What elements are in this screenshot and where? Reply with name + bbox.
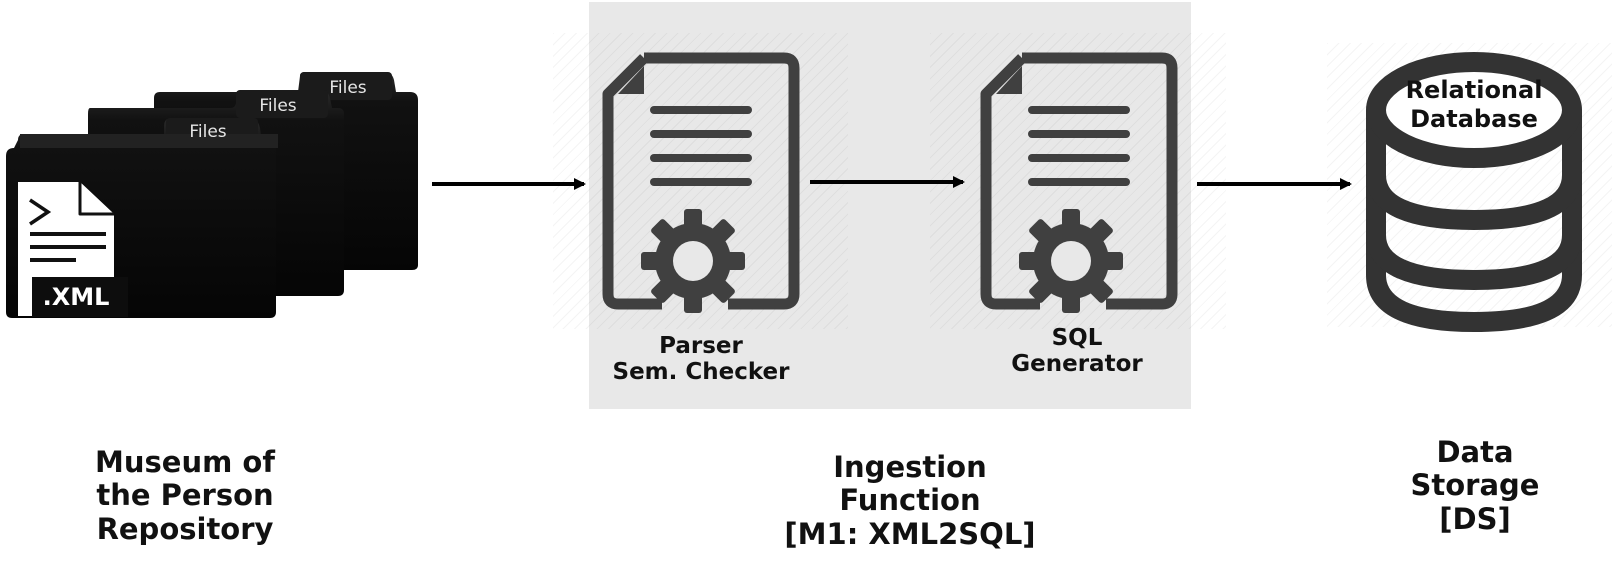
parser-label: Parser Sem. Checker: [612, 333, 790, 386]
sql-document-icon: [980, 52, 1178, 313]
parser-document-icon: [602, 52, 800, 313]
repository-caption: Museum of the Person Repository: [95, 445, 275, 546]
db-label: Relational Database: [1405, 76, 1543, 133]
folder-stack-icon: [6, 72, 418, 318]
folder-tab-label-2: Files: [259, 96, 296, 116]
sql-generator-label: SQL Generator: [1011, 325, 1143, 378]
ingestion-caption: Ingestion Function [M1: XML2SQL]: [784, 450, 1036, 551]
gear-icon: [1019, 209, 1123, 313]
folder-tab-label-1: Files: [329, 78, 366, 98]
folder-tab-label-3: Files: [189, 122, 226, 142]
database-icon: [1366, 52, 1582, 333]
xml-file-icon: [18, 182, 128, 317]
ingestion-panel: [589, 2, 1191, 409]
gear-icon: [641, 209, 745, 313]
xml-badge-label: .XML: [43, 283, 110, 311]
storage-caption: Data Storage [DS]: [1410, 435, 1540, 536]
